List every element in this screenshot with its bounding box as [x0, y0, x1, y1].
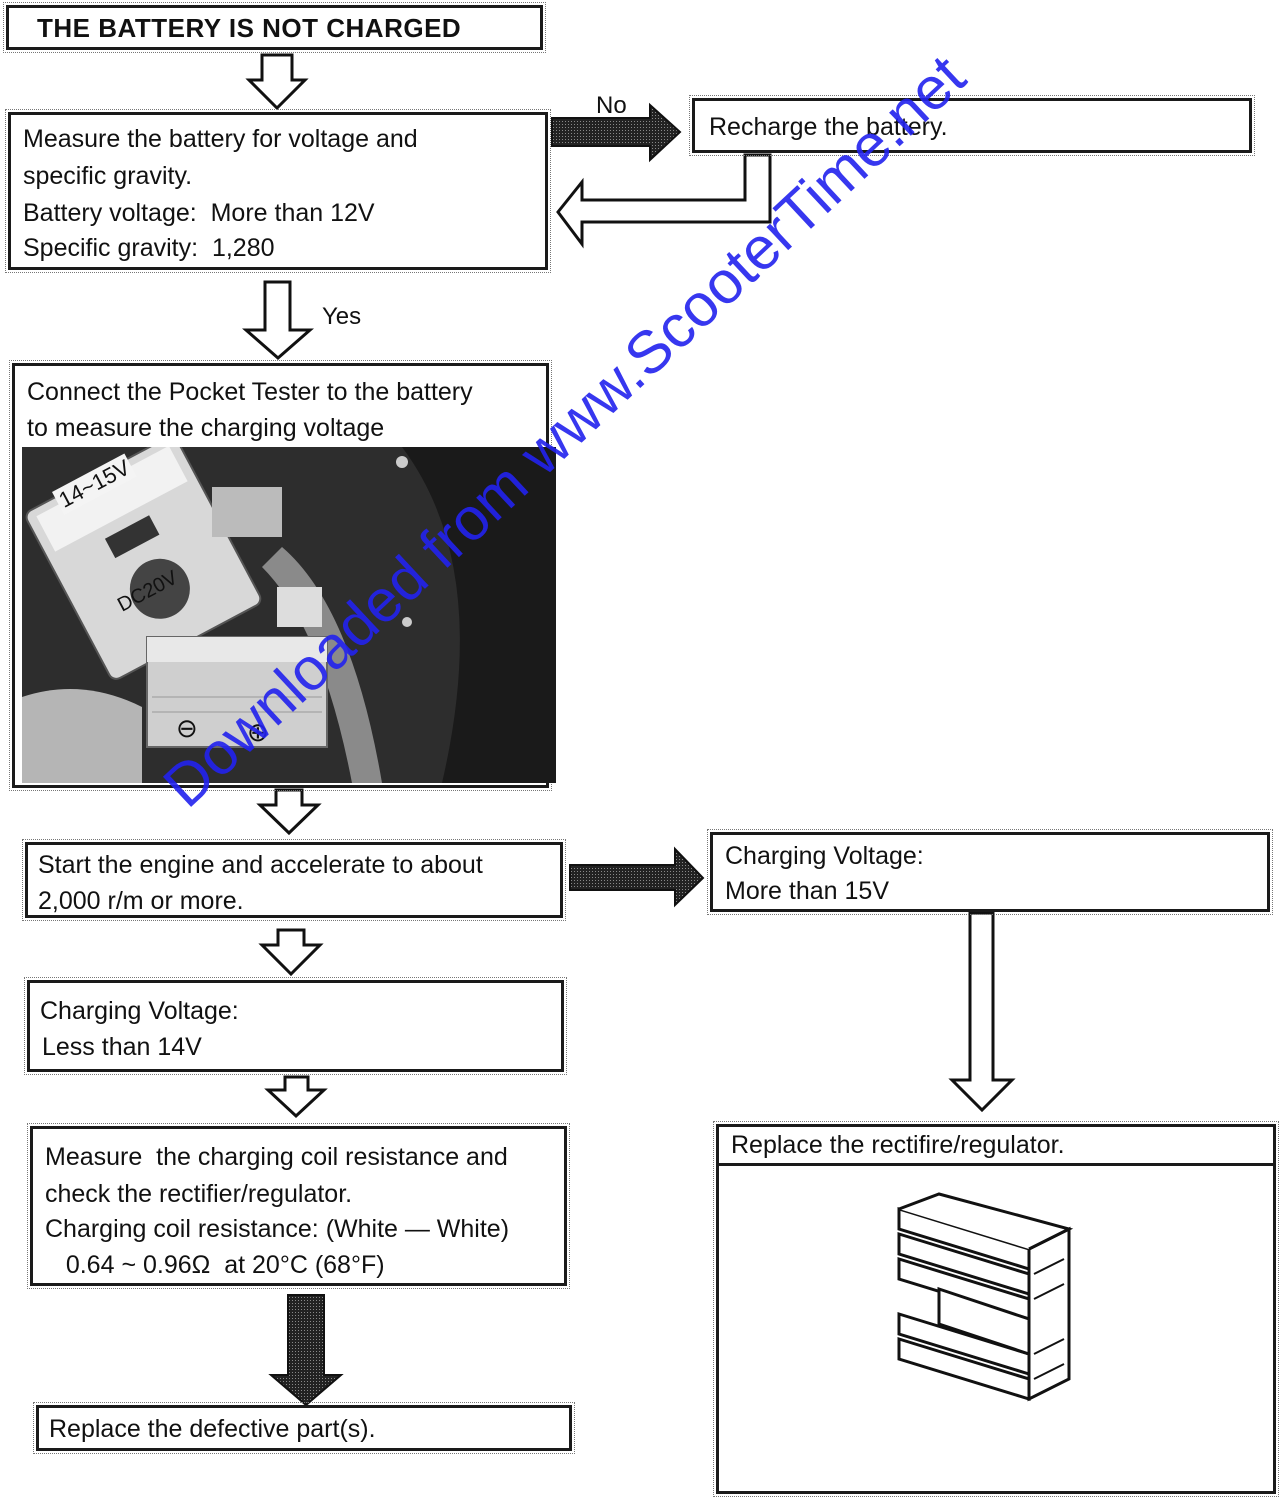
- minus-terminal-icon: ⊖: [176, 713, 198, 743]
- replace-defective-text: Replace the defective part(s).: [49, 1415, 376, 1443]
- measure-battery-line-2: specific gravity.: [23, 162, 193, 190]
- arrow-down-solid: [268, 1294, 344, 1407]
- start-engine-line-1: Start the engine and accelerate to about: [38, 851, 483, 879]
- rectifier-divider: [719, 1163, 1273, 1166]
- replace-rectifier-text: Replace the rectifire/regulator.: [731, 1131, 1065, 1159]
- arrow-down-3: [258, 928, 324, 977]
- connect-tester-line-1: Connect the Pocket Tester to the battery: [27, 378, 473, 406]
- arrow-down-yes: [242, 280, 314, 360]
- measure-battery-box: Measure the battery for voltage and spec…: [5, 109, 551, 273]
- arrow-down-1: [245, 53, 309, 111]
- coil-resistance-value: 0.64 ~ 0.96Ω at 20°C (68°F): [45, 1251, 385, 1279]
- start-engine-box: Start the engine and accelerate to about…: [22, 839, 566, 921]
- replace-defective-box: Replace the defective part(s).: [33, 1402, 575, 1454]
- voltage-high-line-2: More than 15V: [725, 877, 889, 905]
- measure-coil-line-2: check the rectifier/regulator.: [45, 1180, 353, 1208]
- arrow-down-2: [256, 788, 322, 836]
- start-engine-line-2: 2,000 r/m or more.: [38, 887, 244, 915]
- measure-coil-box: Measure the charging coil resistance and…: [27, 1123, 570, 1289]
- rectifier-regulator-icon: [897, 1192, 1074, 1402]
- arrow-down-4: [264, 1075, 328, 1119]
- battery-voltage-spec: Battery voltage: More than 12V: [23, 199, 375, 227]
- measure-battery-line-1: Measure the battery for voltage and: [23, 125, 418, 153]
- voltage-high-line-1: Charging Voltage:: [725, 842, 924, 870]
- plus-terminal-icon: ⊕: [247, 717, 269, 747]
- pocket-tester-photo: 14~15V DC20V ⊖ ⊕: [22, 447, 556, 783]
- coil-resistance-spec: Charging coil resistance: (White — White…: [45, 1215, 510, 1243]
- arrow-right-high: [569, 846, 705, 908]
- replace-rectifier-box: Replace the rectifire/regulator.: [713, 1121, 1279, 1497]
- recharge-text: Recharge the battery.: [709, 113, 948, 141]
- voltage-low-line-2: Less than 14V: [42, 1033, 202, 1061]
- arrow-down-long: [948, 911, 1016, 1113]
- connect-tester-line-2: to measure the charging voltage: [27, 414, 385, 442]
- label-no: No: [596, 92, 627, 119]
- title-text: THE BATTERY IS NOT CHARGED: [37, 13, 462, 43]
- recharge-box: Recharge the battery.: [689, 95, 1255, 156]
- title-box: THE BATTERY IS NOT CHARGED: [3, 2, 546, 53]
- voltage-low-box: Charging Voltage: Less than 14V: [24, 977, 567, 1075]
- arrow-return: [556, 153, 772, 249]
- specific-gravity-spec: Specific gravity: 1,280: [23, 234, 275, 262]
- voltage-high-box: Charging Voltage: More than 15V: [707, 829, 1273, 915]
- label-yes: Yes: [322, 303, 362, 330]
- voltage-low-line-1: Charging Voltage:: [40, 997, 239, 1025]
- measure-coil-line-1: Measure the charging coil resistance and: [45, 1143, 508, 1171]
- arrow-right-no: [551, 102, 682, 163]
